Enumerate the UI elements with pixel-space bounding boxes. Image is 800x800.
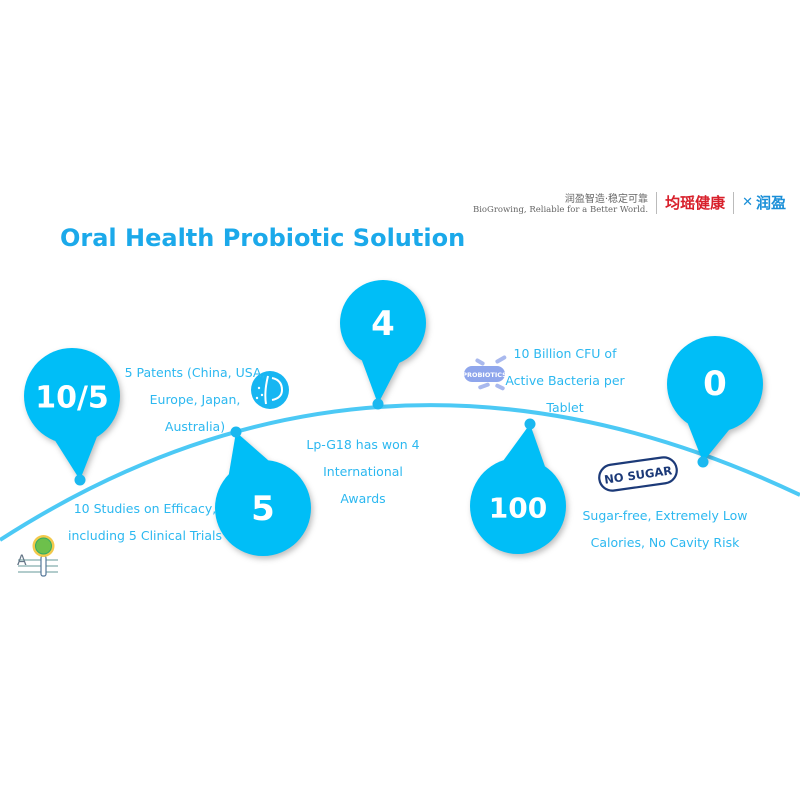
- text-line: Tablet: [546, 400, 584, 415]
- timeline-dot: [230, 426, 242, 438]
- timeline-dot: [697, 456, 709, 468]
- no-sugar-stamp-icon: NO SUGAR: [598, 456, 678, 492]
- svg-text:PROBIOTICS: PROBIOTICS: [462, 371, 507, 379]
- text-line: Awards: [340, 491, 386, 506]
- text-line: Europe, Japan,: [149, 392, 241, 407]
- timeline-curve: [0, 403, 800, 542]
- logo-mark-icon: ✕: [742, 195, 753, 210]
- cfu-text: 10 Billion CFU of Active Bacteria per Ta…: [500, 340, 630, 421]
- timeline-dot: [372, 398, 384, 410]
- text-line: 10 Studies on Efficacy,: [73, 501, 217, 516]
- timeline-dot: [74, 474, 86, 486]
- slogan-cn: 润盈智造·稳定可靠: [564, 194, 649, 205]
- awards-text: Lp-G18 has won 4 International Awards: [298, 431, 428, 512]
- svg-text:A: A: [17, 553, 27, 569]
- bubble-10-5: [24, 348, 120, 480]
- bubble-4: [340, 280, 426, 404]
- stat-number-0: 0: [703, 364, 727, 404]
- slogan-en: BioGrowing, Reliable for a Better World.: [472, 205, 649, 215]
- logo-runying-text: 润盈: [755, 194, 786, 212]
- text-line: Lp-G18 has won 4: [306, 437, 420, 452]
- text-line: including 5 Clinical Trials: [68, 528, 222, 543]
- sugar-free-text: Sugar-free, Extremely Low Calories, No C…: [580, 502, 750, 556]
- text-line: Australia): [164, 419, 226, 434]
- text-line: Sugar-free, Extremely Low: [582, 508, 748, 523]
- magnifier-document-icon: A: [17, 535, 58, 577]
- text-line: Active Bacteria per: [505, 373, 625, 388]
- bubble-100: [470, 424, 566, 554]
- divider: [733, 191, 735, 214]
- bubble-5: [215, 432, 311, 556]
- stat-number-5: 5: [251, 489, 275, 529]
- stat-number-10-5: 10/5: [35, 380, 109, 416]
- patents-text: 5 Patents (China, USA, Europe, Japan, Au…: [115, 359, 275, 440]
- text-line: Calories, No Cavity Risk: [590, 535, 740, 550]
- brand-header: 润盈智造·稳定可靠 BioGrowing, Reliable for a Bet…: [473, 190, 786, 215]
- slogan: 润盈智造·稳定可靠 BioGrowing, Reliable for a Bet…: [473, 190, 648, 215]
- divider: [656, 191, 658, 214]
- text-line: 10 Billion CFU of: [513, 346, 617, 361]
- probiotics-icon: PROBIOTICS: [462, 355, 507, 391]
- text-line: International: [323, 464, 403, 479]
- stat-number-100: 100: [488, 491, 548, 525]
- studies-text: 10 Studies on Efficacy, including 5 Clin…: [60, 495, 230, 549]
- page-title: Oral Health Probiotic Solution: [60, 224, 466, 252]
- text-line: 5 Patents (China, USA,: [124, 365, 266, 380]
- bubble-0: [667, 336, 763, 462]
- logo-runying: ✕ 润盈: [742, 192, 786, 213]
- patent-icon: [251, 371, 289, 409]
- stat-number-4: 4: [371, 304, 395, 344]
- logo-junyao: 均瑶健康: [665, 194, 726, 212]
- timeline-dot: [524, 418, 536, 430]
